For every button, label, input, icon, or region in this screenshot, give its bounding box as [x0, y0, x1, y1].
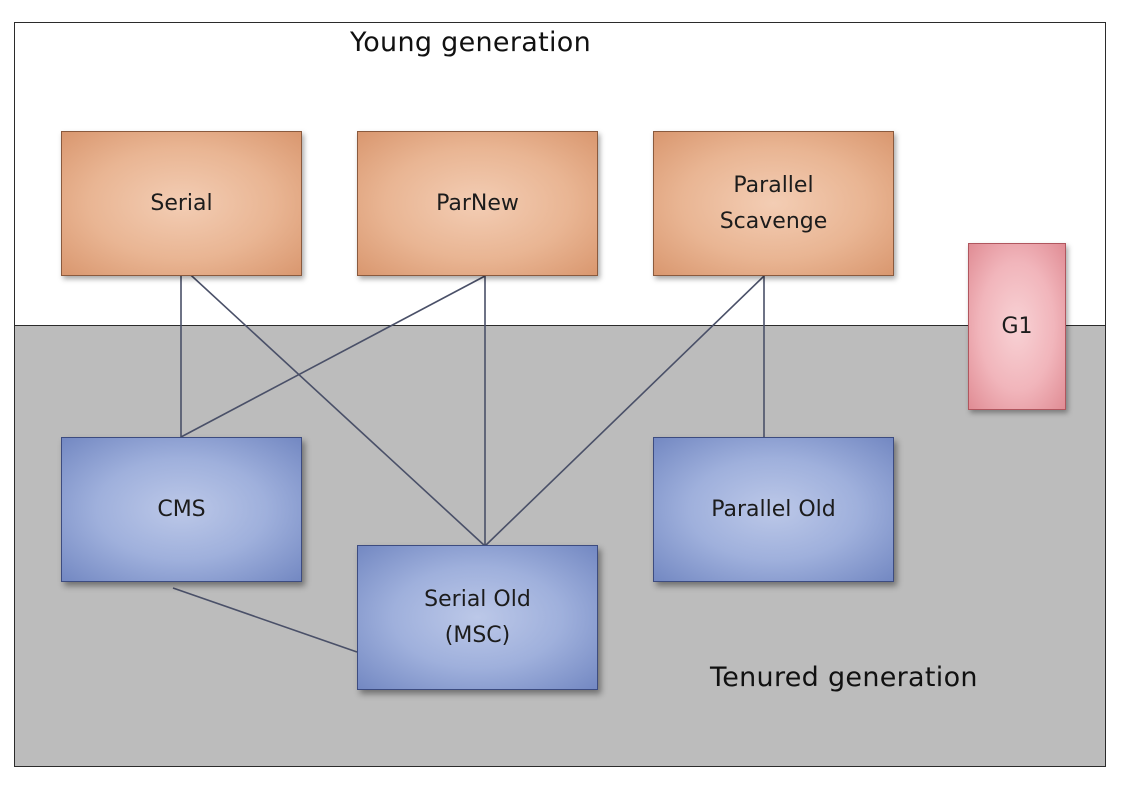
tenured-generation-label: Tenured generation — [710, 662, 978, 693]
serial-old-collector: Serial Old (MSC) — [357, 545, 598, 690]
young-generation-label: Young generation — [350, 27, 592, 58]
cms-collector: CMS — [61, 437, 302, 582]
g1-collector: G1 — [968, 243, 1066, 410]
parnew-collector: ParNew — [357, 131, 598, 276]
parallel-old-collector: Parallel Old — [653, 437, 894, 582]
parallel-scavenge-collector: Parallel Scavenge — [653, 131, 894, 276]
serial-collector: Serial — [61, 131, 302, 276]
